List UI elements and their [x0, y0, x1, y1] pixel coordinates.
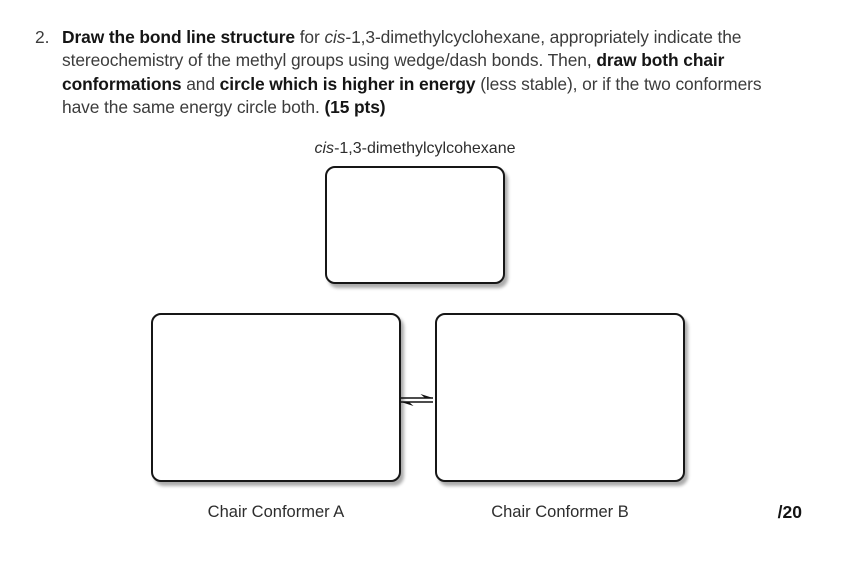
chair-conformer-b-answer-box[interactable]	[435, 313, 685, 482]
question-number: 2.	[35, 27, 50, 47]
text-run: for	[294, 27, 325, 47]
text-run: (15 pts)	[324, 96, 386, 117]
text-run: stereochemistry of the methyl groups usi…	[62, 50, 597, 71]
cis-italic: cis	[314, 140, 335, 157]
structure-name-rest: -1,3-dimethylcylcohexane	[334, 140, 516, 157]
text-run: circle which is higher in energy	[219, 73, 476, 94]
text-run: Draw the bond line structure	[62, 27, 295, 47]
chair-conformer-a-answer-box[interactable]	[151, 313, 401, 482]
question-line-2: stereochemistry of the methyl groups usi…	[62, 49, 761, 72]
question-text: Draw the bond line structure for cis-1,3…	[62, 26, 762, 119]
text-run: have the same energy circle both.	[62, 96, 325, 117]
question-block: 2. Draw the bond line structure for cis-…	[35, 26, 762, 119]
text-run: conformations	[62, 73, 182, 94]
score-field: /20	[777, 502, 802, 522]
text-run: and	[181, 73, 220, 94]
equilibrium-arrow-icon	[401, 394, 433, 406]
structure-name-label: cis-1,3-dimethylcylcohexane	[290, 140, 540, 158]
bond-line-structure-answer-box[interactable]	[325, 166, 505, 284]
text-run: -1,3-dimethylcyclohexane, appropriately …	[345, 27, 742, 47]
text-run: cis	[324, 27, 346, 47]
text-run: (less stable), or if the two conformers	[475, 73, 762, 94]
chair-conformer-a-label: Chair Conformer A	[207, 503, 345, 521]
chair-conformer-b-label: Chair Conformer B	[491, 503, 629, 521]
text-run: draw both chair	[596, 50, 725, 71]
question-line-1: Draw the bond line structure for cis-1,3…	[62, 26, 761, 49]
question-line-4: have the same energy circle both. (15 pt…	[62, 96, 761, 119]
question-line-3: conformations and circle which is higher…	[62, 73, 762, 96]
